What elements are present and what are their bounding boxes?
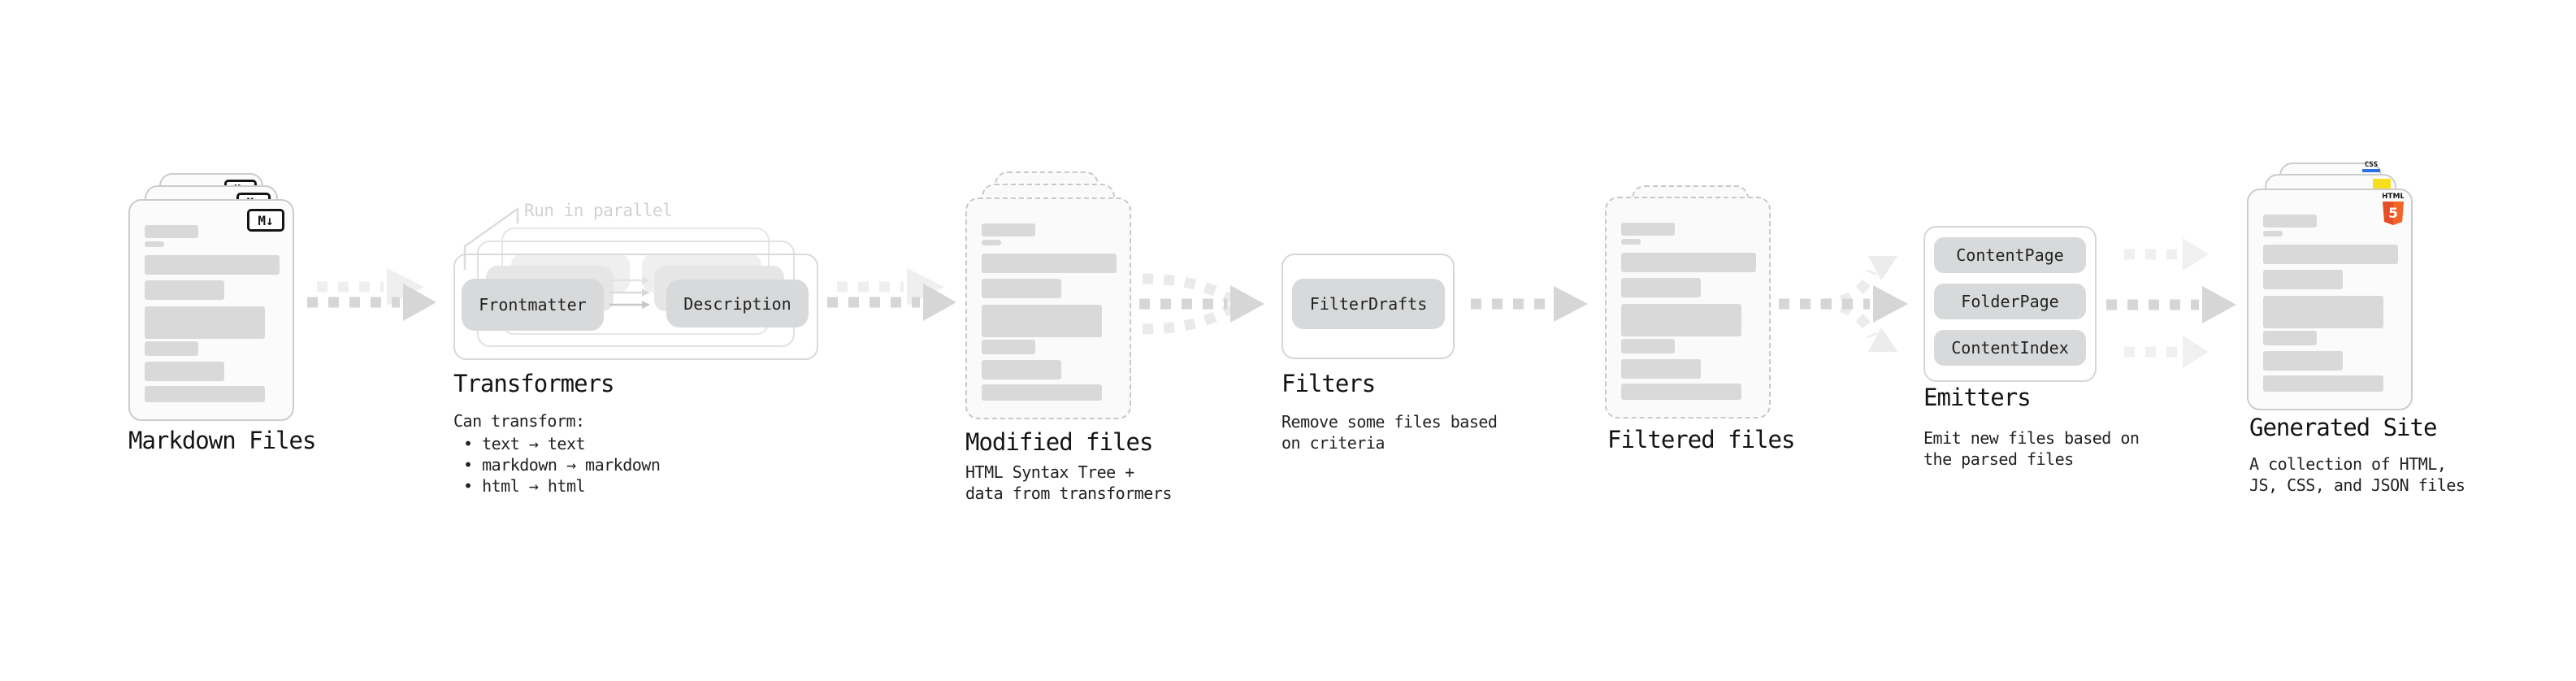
flow-arrow-triple	[2106, 238, 2236, 368]
emitters-desc: Emit new files based on	[1923, 428, 2140, 448]
doc-line-placeholder	[982, 240, 1001, 245]
doc-line-placeholder	[2263, 245, 2398, 264]
filter-pill-filterdrafts: FilterDrafts	[1292, 279, 1445, 329]
svg-text:5: 5	[2388, 206, 2398, 222]
transformer-pill-frontmatter: Frontmatter	[462, 279, 604, 331]
transformers-bullet: • text → text	[463, 434, 586, 453]
filters-desc: Remove some files based	[1281, 412, 1498, 432]
transformer-pill-description: Description	[666, 280, 809, 327]
doc-line-placeholder	[1621, 384, 1741, 400]
doc-line-placeholder	[982, 223, 1035, 236]
html5-icon: HTML 5	[2383, 193, 2404, 225]
doc-line-placeholder	[145, 386, 265, 402]
file-card-front	[2247, 189, 2413, 410]
doc-line-placeholder	[982, 340, 1035, 354]
css-icon: CSS	[2361, 162, 2381, 172]
emitter-pill-folderpage: FolderPage	[1934, 284, 2086, 319]
doc-line-placeholder	[1621, 239, 1641, 245]
stage-label-generated-site: Generated Site	[2249, 414, 2437, 441]
doc-line-placeholder	[145, 306, 265, 339]
parallel-arrows-icon	[609, 276, 650, 309]
doc-line-placeholder	[2263, 351, 2343, 371]
modified-files-desc: data from transformers	[965, 484, 1172, 503]
doc-line-placeholder	[2263, 270, 2343, 289]
stage-label-markdown-files: Markdown Files	[128, 427, 316, 454]
file-card-front	[965, 197, 1131, 419]
doc-line-placeholder	[2263, 231, 2283, 236]
doc-line-placeholder	[2263, 331, 2317, 345]
stage-label-filters: Filters	[1281, 370, 1376, 397]
doc-line-placeholder	[145, 341, 198, 356]
doc-line-placeholder	[982, 384, 1102, 401]
transformers-bullet: • html → html	[463, 476, 586, 496]
doc-line-placeholder	[145, 255, 280, 275]
stage-label-emitters: Emitters	[1923, 384, 2032, 411]
javascript-icon	[2373, 179, 2391, 189]
doc-line-placeholder	[2263, 375, 2383, 392]
run-in-parallel-annotation: Run in parallel	[524, 201, 673, 220]
doc-line-placeholder	[982, 254, 1117, 273]
doc-line-placeholder	[2263, 215, 2317, 228]
stage-label-transformers: Transformers	[453, 370, 615, 397]
doc-line-placeholder	[1621, 223, 1675, 236]
doc-line-placeholder	[145, 280, 224, 300]
stage-label-modified-files: Modified files	[965, 428, 1153, 456]
doc-line-placeholder	[1621, 253, 1756, 272]
doc-line-placeholder	[145, 225, 198, 238]
markdown-icon: M↓	[247, 209, 284, 232]
flow-arrow-fan-in	[1139, 273, 1264, 335]
file-card-front	[1605, 197, 1771, 419]
transformers-desc-heading: Can transform:	[453, 411, 585, 431]
modified-files-desc: HTML Syntax Tree +	[965, 462, 1134, 482]
doc-line-placeholder	[982, 279, 1061, 298]
flow-arrow-fan-out	[1779, 255, 1908, 353]
doc-line-placeholder	[145, 241, 164, 247]
doc-line-placeholder	[982, 360, 1061, 380]
stage-label-filtered-files: Filtered files	[1607, 426, 1795, 453]
doc-line-placeholder	[982, 305, 1102, 337]
svg-text:HTML: HTML	[2383, 193, 2404, 201]
doc-line-placeholder	[2263, 296, 2383, 328]
emitter-pill-contentpage: ContentPage	[1934, 237, 2086, 273]
generated-site-desc: A collection of HTML,	[2249, 454, 2447, 474]
flow-arrow-double-1	[307, 268, 436, 321]
transformers-bullet: • markdown → markdown	[463, 455, 661, 475]
transformer-layer-front	[453, 254, 818, 360]
doc-line-placeholder	[1621, 359, 1701, 379]
doc-line-placeholder	[1621, 304, 1741, 336]
emitters-desc: the parsed files	[1923, 449, 2074, 469]
doc-line-placeholder	[1621, 278, 1701, 297]
filters-desc: on criteria	[1281, 433, 1385, 453]
generated-site-desc: JS, CSS, and JSON files	[2249, 475, 2465, 495]
flow-arrow-single	[1471, 286, 1588, 322]
emitter-pill-contentindex: ContentIndex	[1934, 330, 2086, 366]
doc-line-placeholder	[145, 362, 224, 381]
doc-line-placeholder	[1621, 339, 1675, 354]
file-card-front: M↓	[128, 199, 294, 421]
flow-arrow-double-2	[827, 268, 956, 321]
